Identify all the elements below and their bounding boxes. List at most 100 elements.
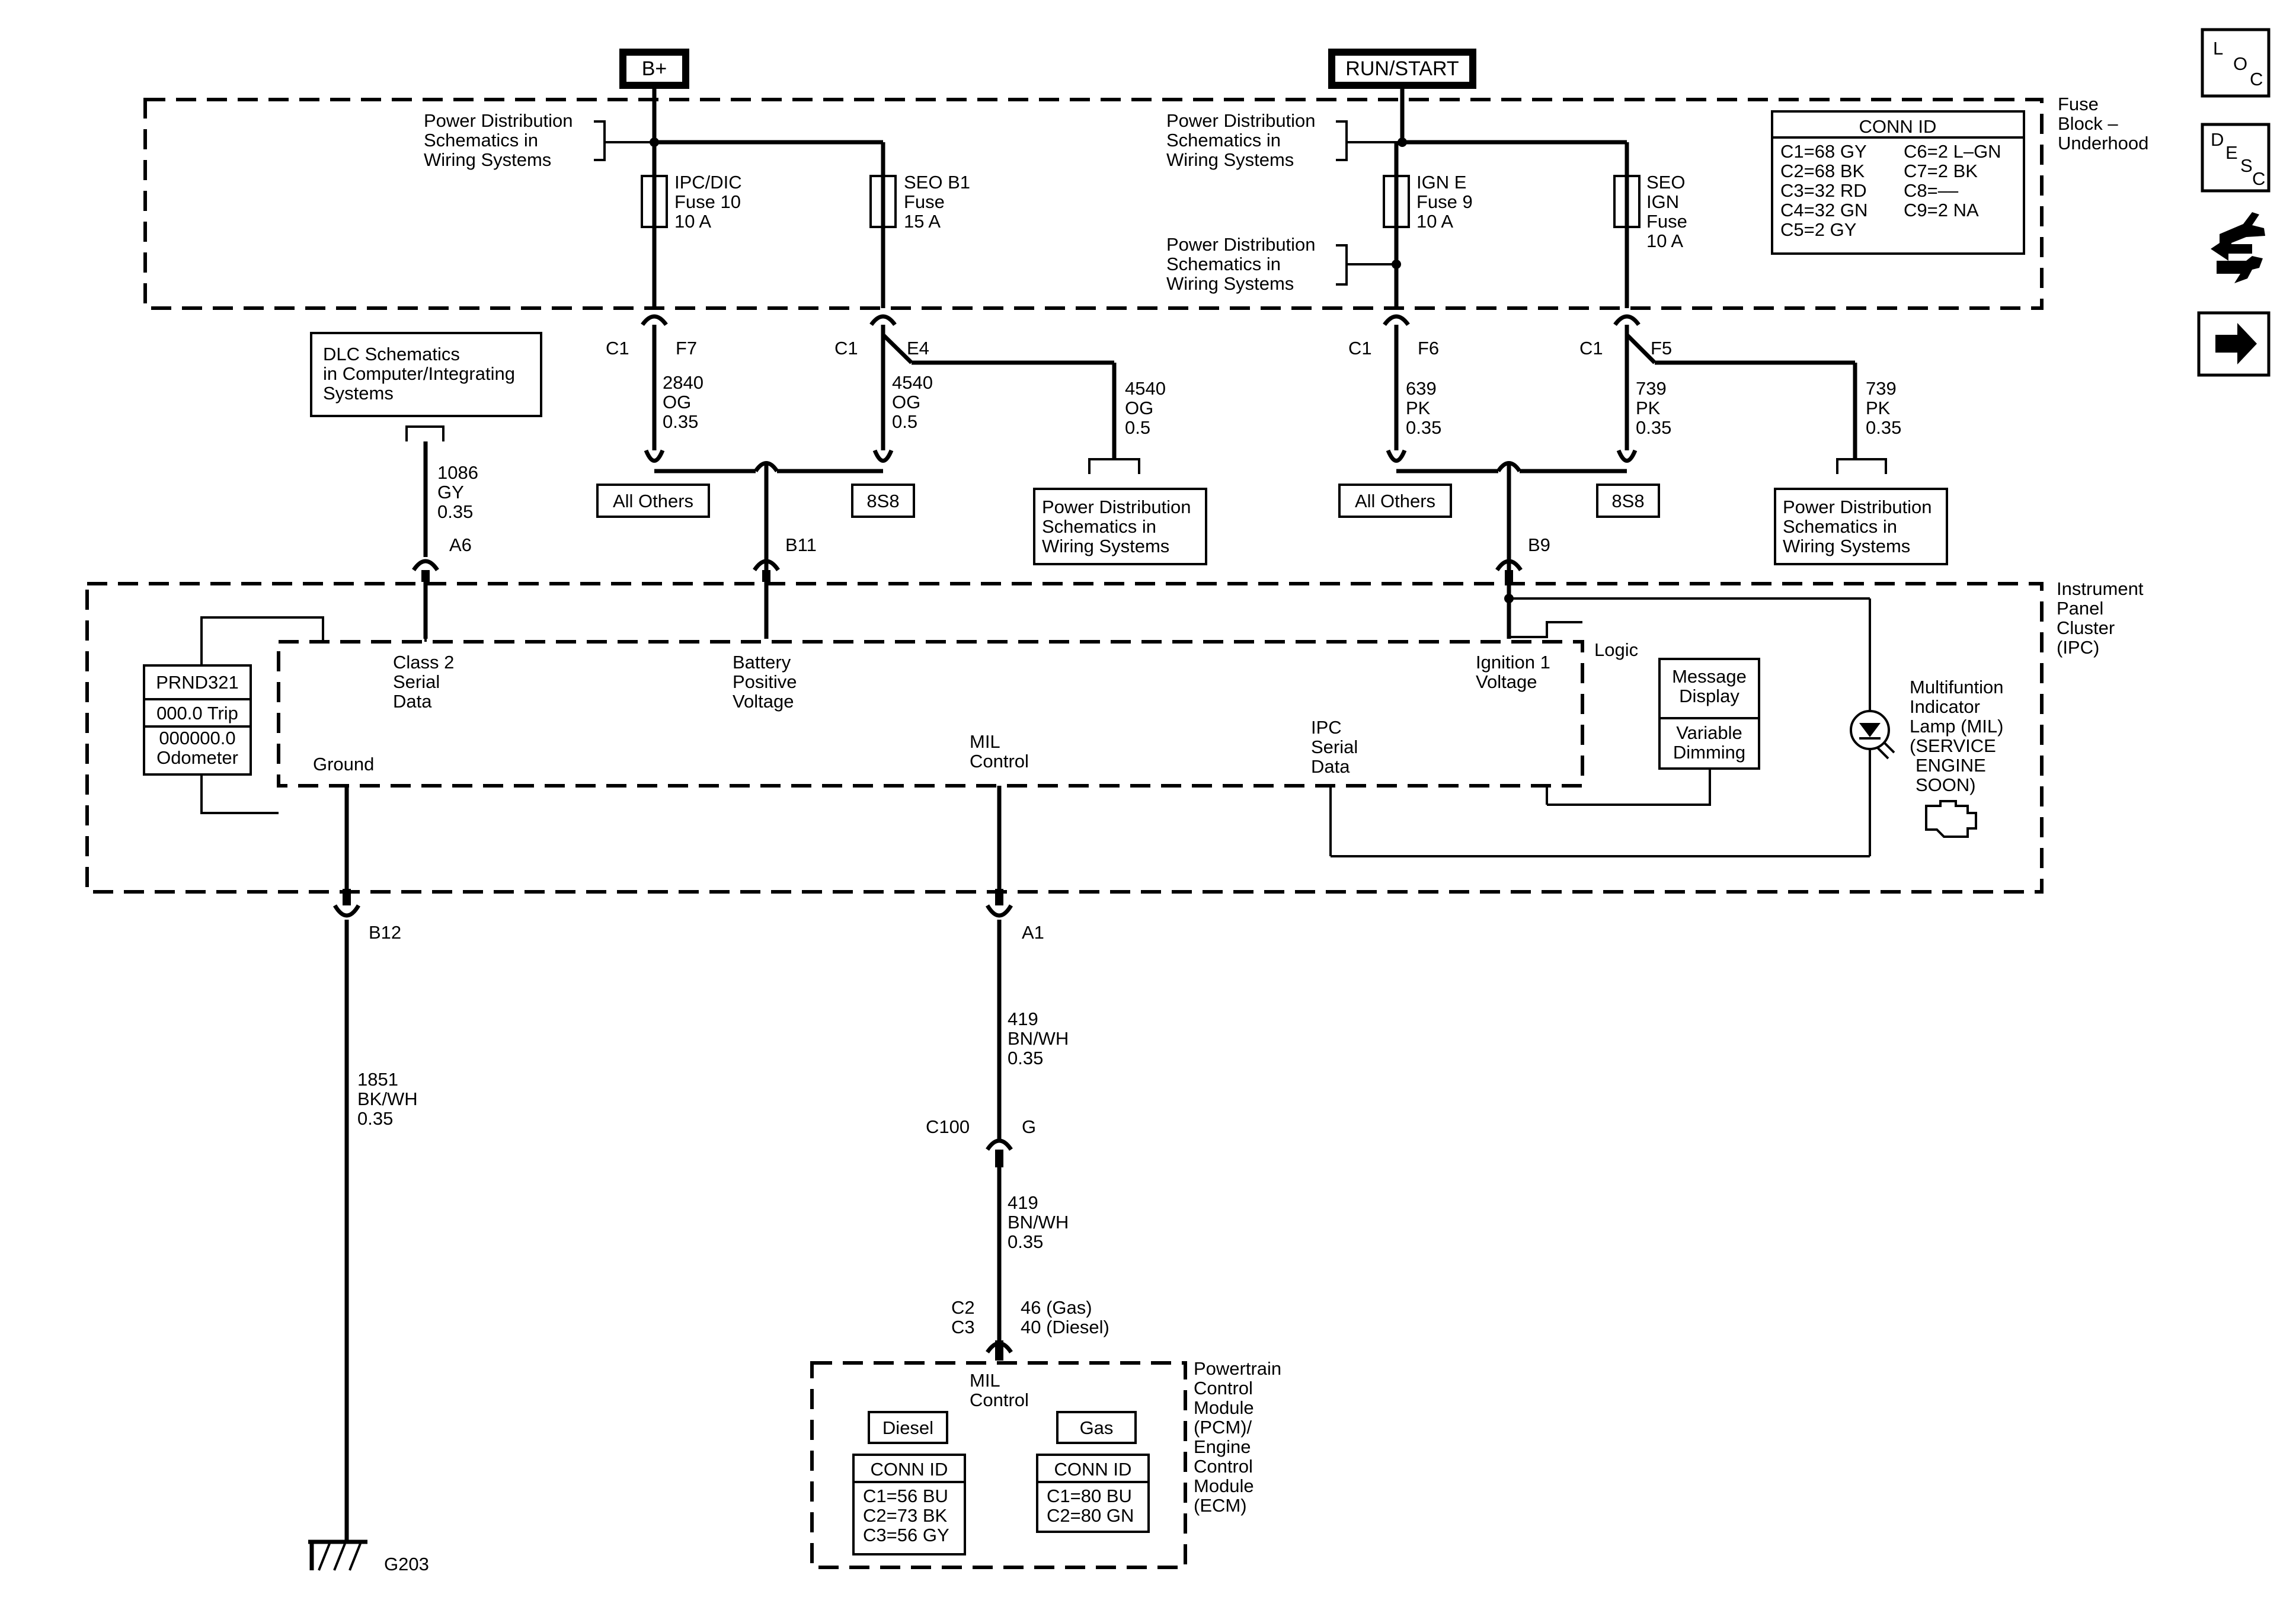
svg-text:PK: PK — [1866, 398, 1891, 418]
pds-reference-left: Power Distribution Schematics in Wiring … — [424, 110, 654, 170]
svg-text:Wiring Systems: Wiring Systems — [424, 149, 551, 170]
svg-text:All Others: All Others — [613, 491, 693, 511]
svg-text:0.35: 0.35 — [437, 501, 473, 522]
svg-text:Control: Control — [1194, 1378, 1253, 1398]
svg-text:C3=56 GY: C3=56 GY — [863, 1525, 949, 1545]
run-start-source: RUN/START — [1328, 49, 1476, 89]
svg-text:MIL: MIL — [970, 1370, 1000, 1391]
svg-text:BK/WH: BK/WH — [357, 1089, 418, 1109]
svg-text:Variable: Variable — [1676, 722, 1742, 743]
svg-text:Positive: Positive — [733, 671, 797, 692]
mil-lamp — [1850, 710, 1895, 760]
ignition-voltage-label: Ignition 1 Voltage — [1476, 652, 1550, 692]
svg-text:Message: Message — [1672, 666, 1747, 687]
svg-text:Power Distribution: Power Distribution — [1166, 110, 1316, 131]
svg-text:1086: 1086 — [437, 462, 478, 483]
svg-text:1851: 1851 — [357, 1069, 398, 1090]
svg-text:Indicator: Indicator — [1910, 696, 1980, 717]
svg-text:Wiring Systems: Wiring Systems — [1166, 273, 1294, 294]
svg-text:D: D — [2211, 129, 2224, 150]
svg-text:10 A: 10 A — [674, 211, 711, 232]
fuse-block-label: Fuse Block – Underhood — [2058, 94, 2148, 153]
svg-text:Control: Control — [970, 1390, 1029, 1410]
desc-icon[interactable]: D E S C — [2201, 123, 2271, 193]
svg-text:C1: C1 — [834, 338, 858, 359]
svg-text:C1=68 GY: C1=68 GY — [1780, 141, 1867, 162]
variable-dimming-block: Variable Dimming — [1658, 717, 1760, 770]
mil-control-label-ipc: MIL Control — [970, 731, 1029, 772]
svg-text:C3: C3 — [951, 1317, 975, 1337]
connector-c1-f6: C1 F6 — [1348, 314, 1439, 450]
connector-c1-f7: C1 F7 — [606, 314, 697, 450]
svg-text:0.35: 0.35 — [663, 411, 698, 432]
fuse-seo-b1: SEO B1 Fuse 15 A — [869, 172, 970, 232]
svg-text:40 (Diesel): 40 (Diesel) — [1021, 1317, 1109, 1337]
svg-text:Systems: Systems — [323, 383, 394, 404]
svg-text:F7: F7 — [676, 338, 697, 359]
svg-text:C8=––: C8=–– — [1904, 180, 1959, 201]
svg-text:0.35: 0.35 — [1008, 1231, 1043, 1252]
svg-text:10 A: 10 A — [1646, 231, 1683, 251]
message-display-block: Message Display — [1658, 658, 1760, 719]
connector-a1: A1 — [985, 889, 1044, 943]
fuse-block-boundary — [143, 98, 2044, 310]
connector-c1-f5: C1 F5 — [1579, 314, 1857, 459]
svg-text:Fuse: Fuse — [1646, 211, 1687, 232]
svg-text:C9=2 NA: C9=2 NA — [1904, 200, 1979, 220]
ipc-serial-data-label: IPC Serial Data — [1311, 717, 1358, 777]
engine-icon — [1925, 800, 1977, 838]
svg-text:S: S — [2240, 155, 2253, 176]
svg-text:Wiring Systems: Wiring Systems — [1166, 149, 1294, 170]
svg-text:Odometer: Odometer — [156, 747, 238, 768]
svg-text:0.35: 0.35 — [1008, 1048, 1043, 1068]
svg-text:RUN/START: RUN/START — [1345, 57, 1459, 80]
svg-text:B11: B11 — [785, 534, 817, 555]
svg-text:0.5: 0.5 — [1125, 417, 1150, 438]
svg-text:Block –: Block – — [2058, 113, 2118, 134]
svg-text:C2=80 GN: C2=80 GN — [1047, 1505, 1134, 1526]
connector-b11: B11 — [753, 534, 817, 639]
svg-text:L: L — [2213, 38, 2223, 59]
connector-tool-icon[interactable] — [2211, 212, 2265, 283]
svg-text:C1: C1 — [1579, 338, 1603, 359]
svg-text:F6: F6 — [1418, 338, 1439, 359]
svg-text:ENGINE: ENGINE — [1916, 755, 1986, 776]
connector-b12: B12 — [332, 889, 401, 943]
svg-text:A6: A6 — [449, 534, 472, 555]
battery-source: B+ — [619, 49, 689, 89]
svg-text:Serial: Serial — [393, 671, 440, 692]
svg-text:0.35: 0.35 — [357, 1108, 393, 1129]
svg-text:Cluster: Cluster — [2057, 617, 2115, 638]
svg-text:Schematics in: Schematics in — [1166, 130, 1281, 151]
svg-text:GY: GY — [437, 482, 464, 502]
svg-text:C100: C100 — [926, 1116, 970, 1137]
wire-2840: 2840 OG 0.35 — [663, 372, 703, 432]
svg-text:10 A: 10 A — [1416, 211, 1453, 232]
all-others-left: All Others — [596, 484, 710, 518]
svg-text:E: E — [2225, 142, 2238, 163]
wire-739-a: 739 PK 0.35 — [1636, 378, 1671, 438]
svg-text:Fuse 9: Fuse 9 — [1416, 191, 1473, 212]
wire-419-b: 419 BN/WH 0.35 — [1008, 1192, 1069, 1252]
loc-icon[interactable]: L O C — [2201, 28, 2271, 98]
svg-text:Control: Control — [1194, 1456, 1253, 1477]
svg-text:Voltage: Voltage — [1476, 671, 1537, 692]
wire-1851: 1851 BK/WH 0.35 — [357, 1069, 418, 1129]
svg-text:C7=2 BK: C7=2 BK — [1904, 161, 1978, 181]
svg-text:SEO B1: SEO B1 — [904, 172, 970, 193]
dlc-reference-box: DLC Schematics in Computer/Integrating S… — [310, 332, 542, 441]
mil-control-label-pcm: MIL Control — [970, 1370, 1029, 1410]
svg-text:(SERVICE: (SERVICE — [1910, 735, 1996, 756]
svg-text:Diesel: Diesel — [882, 1417, 933, 1438]
svg-text:Display: Display — [1679, 686, 1739, 706]
svg-text:Powertrain: Powertrain — [1194, 1358, 1281, 1379]
svg-text:C: C — [2252, 168, 2265, 189]
svg-text:419: 419 — [1008, 1192, 1038, 1213]
svg-text:PK: PK — [1406, 398, 1431, 418]
svg-text:Data: Data — [393, 691, 432, 712]
splice-8s8-right: 8S8 — [1596, 484, 1660, 518]
svg-text:C4=32 GN: C4=32 GN — [1780, 200, 1868, 220]
next-arrow-icon[interactable] — [2197, 311, 2271, 377]
fuse-seo-ign: SEO IGN Fuse 10 A — [1613, 172, 1687, 251]
